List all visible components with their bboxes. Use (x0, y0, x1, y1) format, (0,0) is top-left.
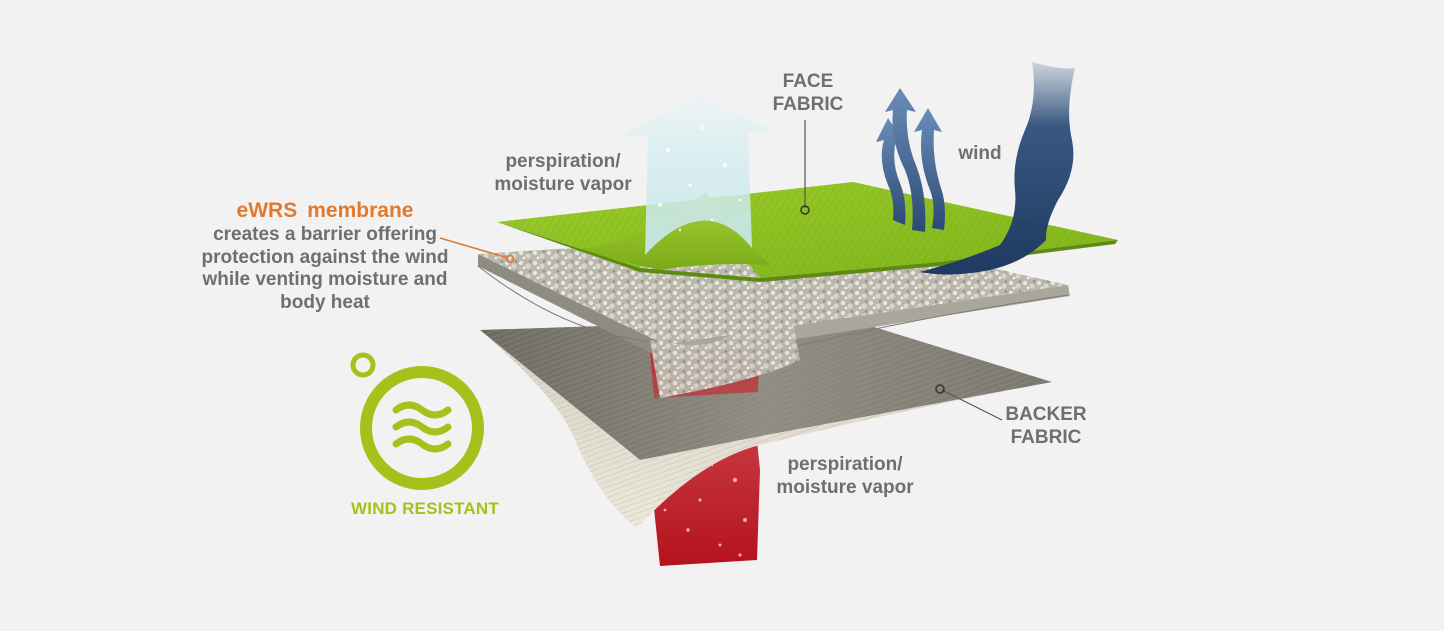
perspiration-bottom-label: perspiration/ moisture vapor (760, 453, 930, 499)
membrane-desc-line-4: body heat (280, 291, 370, 313)
wind-resistant-badge-label: WIND RESISTANT (351, 499, 499, 518)
membrane-title: eWRS membrane (180, 198, 470, 224)
membrane-desc-line-2: protection against the wind (201, 246, 449, 268)
membrane-brand: eWRS (236, 199, 298, 222)
perspiration-bottom-line-2: moisture vapor (776, 477, 914, 498)
leader-lines (439, 120, 1003, 421)
backer-fabric-line-2: FABRIC (1010, 427, 1082, 448)
backer-fabric-line-1: BACKER (1005, 404, 1087, 425)
face-fabric-label: FACE FABRIC (768, 70, 848, 116)
backer-fabric-layer (480, 318, 1052, 528)
wind-text: wind (958, 143, 1002, 164)
face-fabric-line-2: FABRIC (772, 94, 844, 115)
wind-waves-icon (350, 352, 484, 490)
membrane-description: creates a barrier offering protection ag… (180, 224, 470, 314)
perspiration-bottom-line-1: perspiration/ (787, 454, 903, 475)
vapor-up-arrow (620, 95, 772, 255)
perspiration-top-label: perspiration/ moisture vapor (478, 150, 648, 196)
membrane-word: membrane (307, 199, 414, 222)
backer-fabric-label: BACKER FABRIC (1000, 403, 1092, 449)
membrane-desc-line-1: creates a barrier offering (213, 224, 437, 245)
wind-stream (920, 62, 1075, 275)
face-fabric-line-1: FACE (782, 71, 834, 92)
perspiration-top-line-1: perspiration/ (505, 151, 621, 172)
wind-arrows-icon (876, 88, 945, 232)
membrane-desc-line-3: while venting moisture and (202, 269, 448, 290)
perspiration-top-line-2: moisture vapor (494, 174, 632, 195)
wind-label: wind (945, 142, 1015, 165)
